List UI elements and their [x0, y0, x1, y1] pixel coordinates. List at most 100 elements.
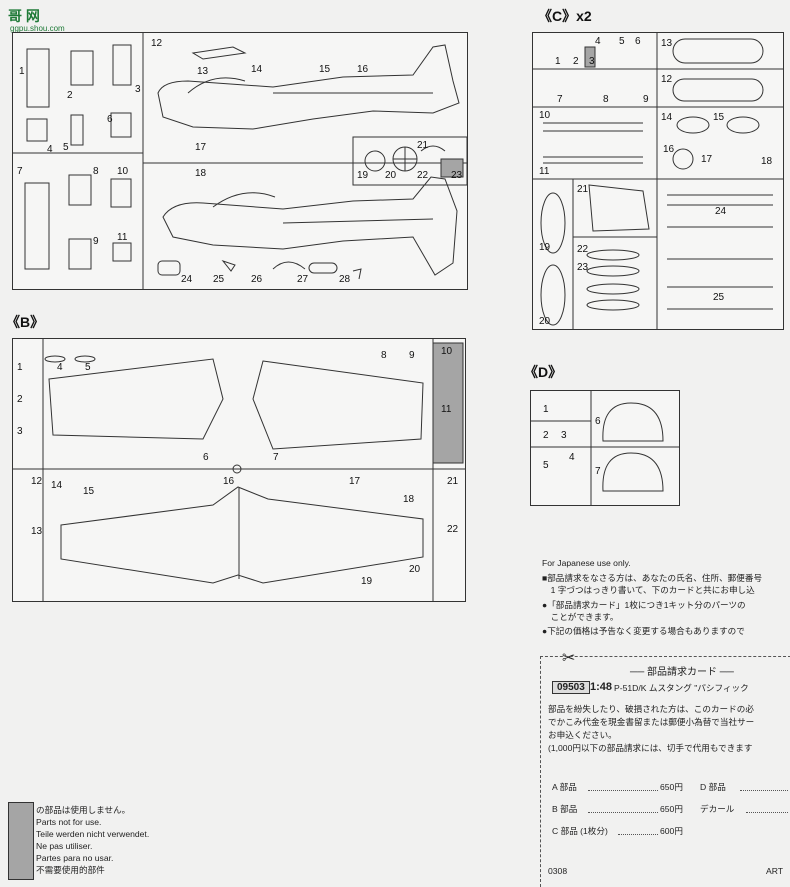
part-a-15: 15: [319, 64, 331, 75]
part-c-8: 8: [603, 94, 609, 105]
part-a-9: 9: [93, 236, 99, 247]
notice-line-1: ■部品請求をなさる方は、あなたの氏名、住所、郵便番号: [542, 573, 763, 583]
part-c-5: 5: [619, 36, 625, 47]
part-c-23: 23: [577, 262, 589, 273]
notice-line-4: ことができます。: [542, 612, 619, 622]
part-b-7: 7: [273, 452, 279, 463]
part-b-15: 15: [83, 486, 95, 497]
part-c-24: 24: [715, 206, 727, 217]
part-a-21: 21: [417, 140, 429, 151]
part-b-10: 10: [441, 346, 453, 357]
part-c-13: 13: [661, 38, 673, 49]
card-body-3: お申込ください。: [548, 730, 617, 740]
legend-line-4: Ne pas utiliser.: [36, 841, 93, 851]
sprue-c-drawing: [533, 33, 783, 329]
price-label-b: B 部品: [552, 804, 578, 814]
part-a-2: 2: [67, 90, 73, 101]
part-a-23: 23: [451, 170, 463, 181]
part-a-5: 5: [63, 142, 69, 153]
sprue-d-frame: 1 2 3 4 5 6 7: [530, 390, 680, 506]
sprue-a-frame: 1 2 3 4 5 6 7 8 9 10 11 12 13 14 15 16 1…: [12, 32, 468, 290]
section-c-label: 《C》x2: [538, 8, 592, 24]
card-scale: 1:48: [590, 681, 613, 693]
part-b-19: 19: [361, 576, 373, 587]
part-a-12: 12: [151, 38, 163, 49]
part-b-21: 21: [447, 476, 459, 487]
watermark-logo: 哥 网: [8, 8, 40, 24]
sprue-c-frame: 1 2 3 4 5 6 7 8 9 10 11 12 13 14 15 16 1…: [532, 32, 784, 330]
part-b-1: 1: [17, 362, 23, 373]
card-body-1: 部品を紛失したり、破損された方は、このカードの必: [548, 704, 754, 714]
part-c-25: 25: [713, 292, 725, 303]
card-code-badge: 09503: [552, 681, 590, 694]
legend-line-1: の部品は使用しません。: [36, 805, 131, 815]
price-value-c: 600円: [660, 826, 683, 836]
order-card: [540, 656, 790, 887]
part-b-20: 20: [409, 564, 421, 575]
part-a-1: 1: [19, 66, 25, 77]
part-b-2: 2: [17, 394, 23, 405]
price-dots-b: [588, 812, 658, 813]
card-body-4: (1,000円以下の部品請求には、切手で代用もできます: [548, 743, 753, 753]
card-body-2: でかこみ代金を現金書留または郵便小為替で当社サー: [548, 717, 755, 727]
part-b-16: 16: [223, 476, 235, 487]
part-a-20: 20: [385, 170, 397, 181]
sprue-d-drawing: [531, 391, 679, 505]
legend-line-5: Partes para no usar.: [36, 853, 114, 863]
card-footer-left: 0308: [548, 866, 568, 876]
part-c-7: 7: [557, 94, 563, 105]
part-a-19: 19: [357, 170, 369, 181]
part-b-4: 4: [57, 362, 63, 373]
part-a-25: 25: [213, 274, 225, 285]
part-b-9: 9: [409, 350, 415, 361]
part-d-6: 6: [595, 416, 601, 427]
part-c-16: 16: [663, 144, 675, 155]
part-b-5: 5: [85, 362, 91, 373]
part-c-19: 19: [539, 242, 551, 253]
part-a-26: 26: [251, 274, 263, 285]
part-b-3: 3: [17, 426, 23, 437]
part-a-28: 28: [339, 274, 351, 285]
part-c-20: 20: [539, 316, 551, 327]
part-c-21: 21: [577, 184, 589, 195]
part-d-3: 3: [561, 430, 567, 441]
section-d-label: 《D》: [524, 364, 563, 380]
part-a-13: 13: [197, 66, 209, 77]
part-b-6: 6: [203, 452, 209, 463]
part-a-24: 24: [181, 274, 193, 285]
part-a-22: 22: [417, 170, 429, 181]
part-d-7: 7: [595, 466, 601, 477]
notice-line-3: ●「部品請求カード」1枚につき1キット分のパーツの: [542, 600, 746, 610]
part-d-5: 5: [543, 460, 549, 471]
part-c-1: 1: [555, 56, 561, 67]
notice-line-2: 1 字づつはっきり書いて、下のカードと共にお申し込: [542, 585, 755, 595]
scissors-icon: ✂: [562, 650, 576, 667]
card-product: P-51D/K ムスタング "パシフィック: [614, 683, 749, 693]
card-code: 09503: [557, 682, 585, 693]
section-b-label: 《B》: [6, 314, 45, 330]
price-label-decal: デカール: [700, 804, 735, 814]
part-c-11: 11: [539, 166, 550, 177]
legend-line-6: 不需要使用的部件: [36, 865, 105, 875]
part-a-8: 8: [93, 166, 99, 177]
part-c-10: 10: [539, 110, 551, 121]
price-dots-decal: [746, 812, 788, 813]
price-value-a: 650円: [660, 782, 683, 792]
price-dots-c: [618, 834, 658, 835]
price-value-b: 650円: [660, 804, 683, 814]
part-a-4: 4: [47, 144, 53, 155]
part-d-1: 1: [543, 404, 549, 415]
price-label-d: D 部品: [700, 782, 726, 792]
part-b-18: 18: [403, 494, 415, 505]
part-c-14: 14: [661, 112, 673, 123]
watermark-url: ggpu.shou.com: [10, 24, 65, 33]
part-c-9: 9: [643, 94, 649, 105]
part-c-22: 22: [577, 244, 589, 255]
price-label-a: A 部品: [552, 782, 577, 792]
price-dots-a: [588, 790, 658, 791]
card-heading: ── 部品請求カード ──: [630, 667, 734, 678]
part-c-17: 17: [701, 154, 713, 165]
price-label-c: C 部品 (1枚分): [552, 826, 608, 836]
part-b-13: 13: [31, 526, 43, 537]
card-footer-right: ART: [766, 866, 784, 876]
